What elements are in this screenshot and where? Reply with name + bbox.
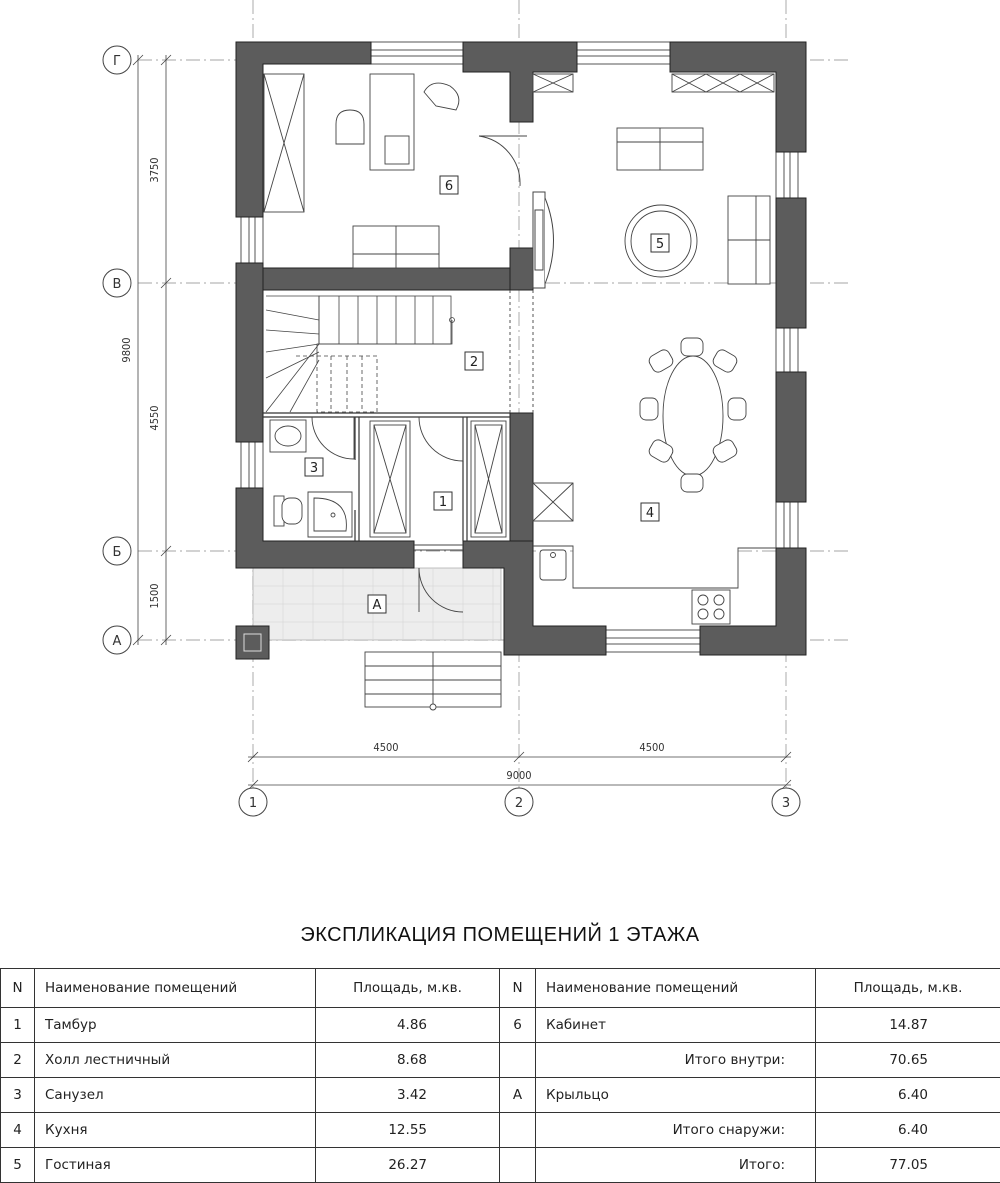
total-inside-area: 70.65 bbox=[815, 1042, 1000, 1078]
dim-9000: 9000 bbox=[506, 769, 531, 782]
dim-4500-left: 4500 bbox=[373, 741, 398, 754]
row-area: 14.87 bbox=[815, 1007, 1000, 1043]
row-n: 3 bbox=[0, 1077, 35, 1113]
row-name: Гостиная bbox=[34, 1147, 316, 1183]
room-tag-a: А bbox=[373, 598, 382, 613]
room-tag-1: 1 bbox=[439, 495, 447, 510]
total-inside-label: Итого внутри: bbox=[535, 1042, 816, 1078]
row-n: 5 bbox=[0, 1147, 35, 1183]
explication-table: N Наименование помещений Площадь, м.кв. … bbox=[0, 968, 1000, 1183]
row-area: 26.27 bbox=[315, 1147, 500, 1183]
row-area: 12.55 bbox=[315, 1112, 500, 1148]
floor-plan: 3750 9800 4550 1500 4500 4500 9000 Г В Б… bbox=[102, 0, 850, 817]
axis-marker-a: А bbox=[113, 634, 122, 649]
room-tag-3: 3 bbox=[310, 461, 318, 476]
table-row: 5 Гостиная 26.27 Итого: 77.05 bbox=[0, 1147, 1000, 1183]
axis-markers bbox=[102, 45, 801, 817]
table-row: 1 Тамбур 4.86 6 Кабинет 14.87 bbox=[0, 1007, 1000, 1043]
axis-marker-g: Г bbox=[113, 54, 121, 69]
dim-4500-right: 4500 bbox=[639, 741, 664, 754]
row-name: Холл лестничный bbox=[34, 1042, 316, 1078]
row-area: 8.68 bbox=[315, 1042, 500, 1078]
fireplace bbox=[532, 191, 554, 289]
row-n: 2 bbox=[0, 1042, 35, 1078]
header-area-right: Площадь, м.кв. bbox=[815, 968, 1000, 1008]
axis-marker-1: 1 bbox=[249, 796, 257, 811]
room-tag-6: 6 bbox=[445, 179, 453, 194]
vestibule-wardrobes bbox=[369, 420, 507, 538]
axis-marker-3: 3 bbox=[782, 796, 790, 811]
row-name: Крыльцо bbox=[535, 1077, 816, 1113]
porch-column-core bbox=[243, 633, 262, 652]
bathroom-fixtures bbox=[269, 419, 353, 538]
dimension-lines bbox=[132, 54, 792, 791]
row-n bbox=[499, 1147, 536, 1183]
row-name: Санузел bbox=[34, 1077, 316, 1113]
row-area: 6.40 bbox=[815, 1077, 1000, 1113]
axis-marker-2: 2 bbox=[515, 796, 523, 811]
dim-1500: 1500 bbox=[148, 583, 161, 608]
room-tag-4: 4 bbox=[646, 506, 654, 521]
axis-marker-v: В bbox=[113, 277, 122, 292]
dining-kitchen-furniture bbox=[532, 337, 776, 625]
row-n bbox=[499, 1112, 536, 1148]
table-row: 4 Кухня 12.55 Итого снаружи: 6.40 bbox=[0, 1112, 1000, 1148]
table-header-row: N Наименование помещений Площадь, м.кв. … bbox=[0, 968, 1000, 1008]
row-name: Кабинет bbox=[535, 1007, 816, 1043]
doors bbox=[311, 135, 534, 613]
total-outside-area: 6.40 bbox=[815, 1112, 1000, 1148]
row-area: 3.42 bbox=[315, 1077, 500, 1113]
room-tag-2: 2 bbox=[470, 355, 478, 370]
total-outside-label: Итого снаружи: bbox=[535, 1112, 816, 1148]
grand-total-label: Итого: bbox=[535, 1147, 816, 1183]
row-name: Кухня bbox=[34, 1112, 316, 1148]
row-n: 1 bbox=[0, 1007, 35, 1043]
row-area: 4.86 bbox=[315, 1007, 500, 1043]
grand-total-area: 77.05 bbox=[815, 1147, 1000, 1183]
room-tag-5: 5 bbox=[656, 237, 664, 252]
dim-4550: 4550 bbox=[148, 405, 161, 430]
header-name-right: Наименование помещений bbox=[535, 968, 816, 1008]
header-area: Площадь, м.кв. bbox=[315, 968, 500, 1008]
table-title: ЭКСПЛИКАЦИЯ ПОМЕЩЕНИЙ 1 ЭТАЖА bbox=[300, 924, 700, 946]
header-n-right: N bbox=[499, 968, 536, 1008]
dim-3750: 3750 bbox=[148, 157, 161, 182]
staircase bbox=[265, 295, 455, 413]
row-name: Тамбур bbox=[34, 1007, 316, 1043]
row-n: 6 bbox=[499, 1007, 536, 1043]
study-furniture bbox=[263, 73, 460, 269]
row-n bbox=[499, 1042, 536, 1078]
header-n: N bbox=[0, 968, 35, 1008]
row-n: А bbox=[499, 1077, 536, 1113]
entrance-steps bbox=[364, 651, 502, 711]
axis-marker-b: Б bbox=[113, 545, 122, 560]
dim-9800: 9800 bbox=[120, 337, 133, 362]
header-name: Наименование помещений bbox=[34, 968, 316, 1008]
walls bbox=[235, 41, 807, 660]
room-tags bbox=[304, 175, 670, 614]
table-row: 2 Холл лестничный 8.68 Итого внутри: 70.… bbox=[0, 1042, 1000, 1078]
table-row: 3 Санузел 3.42 А Крыльцо 6.40 bbox=[0, 1077, 1000, 1113]
porch-tiles bbox=[253, 568, 501, 640]
row-n: 4 bbox=[0, 1112, 35, 1148]
